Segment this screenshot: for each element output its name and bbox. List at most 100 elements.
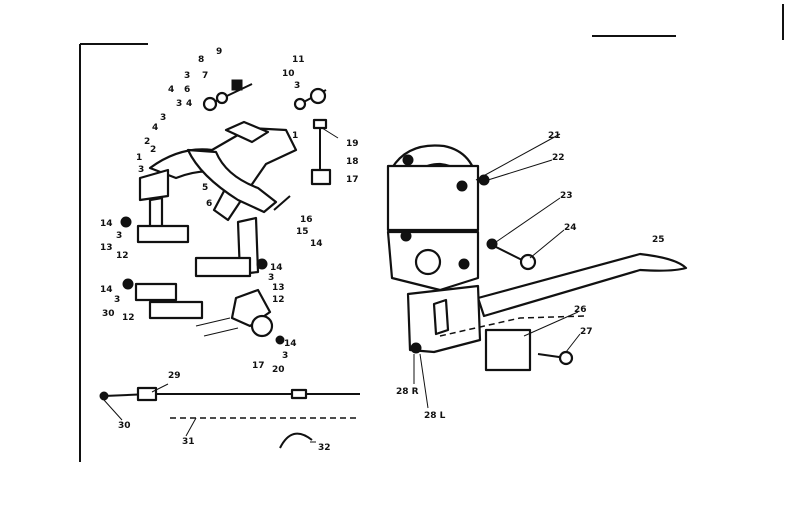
brake-shoe-lower — [134, 282, 178, 302]
label-29: 29 — [168, 371, 181, 381]
label-22: 22 — [552, 153, 565, 163]
label-14-d: 14 — [100, 285, 113, 295]
bolt-27-head — [558, 350, 574, 366]
label-30-b: 30 — [118, 421, 131, 431]
bracket-rivet — [410, 342, 422, 354]
shoe-holder-left — [138, 168, 170, 202]
label-4-c: 4 — [152, 123, 158, 133]
anchor-clamp — [310, 168, 332, 186]
washer-lower — [250, 314, 274, 338]
kickstand-leg-25 — [476, 252, 688, 318]
label-4-b: 4 — [186, 99, 192, 109]
label-23: 23 — [560, 191, 573, 201]
washer-6 — [215, 91, 229, 105]
label-13-a: 13 — [100, 243, 113, 253]
label-18: 18 — [346, 157, 359, 167]
clamp-bolt-left — [402, 154, 414, 166]
cable-end — [99, 391, 109, 401]
nut-14-lower — [122, 278, 134, 290]
label-17-a: 17 — [346, 175, 359, 185]
label-2-b: 2 — [150, 145, 156, 155]
label-28r: 28 R — [396, 387, 419, 397]
label-6-a: 6 — [184, 85, 190, 95]
nut-14-bottom — [275, 335, 285, 345]
label-14-c: 14 — [270, 263, 283, 273]
anchor-head — [312, 118, 328, 130]
clamp-bolt-lower-right — [458, 258, 470, 270]
label-31: 31 — [182, 437, 195, 447]
shoe-stem-left — [148, 196, 164, 230]
nut-14-right — [256, 258, 268, 270]
caliper-arm-front — [148, 126, 298, 222]
label-27: 27 — [580, 327, 593, 337]
label-8: 8 — [198, 55, 204, 65]
lower-bolt-lines — [195, 317, 239, 337]
label-4-a: 4 — [168, 85, 174, 95]
spring-bracket — [224, 120, 270, 144]
clamp-pivot — [414, 248, 442, 276]
label-1-b: 1 — [292, 131, 298, 141]
label-7: 7 — [202, 71, 208, 81]
label-3-i: 3 — [282, 351, 288, 361]
label-3-f: 3 — [116, 231, 122, 241]
leader-22 — [487, 159, 553, 181]
clamp-bolt-right — [456, 180, 468, 192]
nut-24 — [519, 253, 537, 271]
label-3-h: 3 — [114, 295, 120, 305]
leader-19 — [321, 127, 339, 139]
leader-21 — [475, 133, 561, 181]
caliper-brake-assembly — [99, 79, 360, 449]
leader-30-lower — [103, 399, 123, 421]
cable-clip-32 — [279, 432, 313, 449]
label-3-b: 3 — [176, 99, 182, 109]
leader-28l — [419, 353, 429, 409]
label-30-a: 30 — [102, 309, 115, 319]
label-13-b: 13 — [272, 283, 285, 293]
clamp-plate-upper — [386, 164, 480, 232]
label-16: 16 — [300, 215, 313, 225]
label-3-e: 3 — [138, 165, 144, 175]
label-5: 5 — [202, 183, 208, 193]
label-11: 11 — [292, 55, 305, 65]
nut-4 — [202, 96, 218, 112]
label-2-a: 2 — [144, 137, 150, 147]
label-14-a: 14 — [310, 239, 323, 249]
leader-29 — [151, 383, 169, 393]
washer-3-right — [293, 97, 307, 111]
label-6-b: 6 — [206, 199, 212, 209]
nut-14-left — [120, 216, 132, 228]
label-19: 19 — [346, 139, 359, 149]
kickstand-assembly — [386, 144, 688, 372]
label-25: 25 — [652, 235, 665, 245]
leader-lines — [103, 127, 581, 443]
label-12-c: 12 — [122, 313, 135, 323]
label-12-a: 12 — [116, 251, 129, 261]
cable-ferrule — [290, 388, 308, 400]
leader-27 — [565, 333, 581, 353]
bolt-nut-8 — [231, 79, 243, 91]
leader-24 — [529, 229, 565, 259]
label-15: 15 — [296, 227, 309, 237]
label-10: 10 — [282, 69, 295, 79]
leader-23 — [495, 197, 561, 243]
frame-marks — [79, 4, 784, 462]
brake-pad-30 — [148, 300, 204, 320]
leader-26 — [523, 311, 579, 337]
cable-adjuster — [136, 386, 158, 402]
brake-pad-right — [194, 256, 252, 278]
label-14-b: 14 — [100, 219, 113, 229]
brake-pad-left — [136, 224, 190, 244]
label-1: 1 — [136, 153, 142, 163]
label-32: 32 — [318, 443, 331, 453]
bolt-22 — [478, 174, 490, 186]
bolt-23-head — [486, 238, 498, 250]
label-12-b: 12 — [272, 295, 285, 305]
label-17-b: 17 — [252, 361, 265, 371]
assembly-guide — [439, 315, 587, 337]
label-21: 21 — [548, 131, 561, 141]
bolt-16 — [273, 195, 291, 211]
part-labels: 9 8 7 3 4 6 3 4 11 10 3 3 4 2 2 1 3 1 19… — [100, 47, 665, 453]
clamp-bolt-lower-left — [400, 230, 412, 242]
